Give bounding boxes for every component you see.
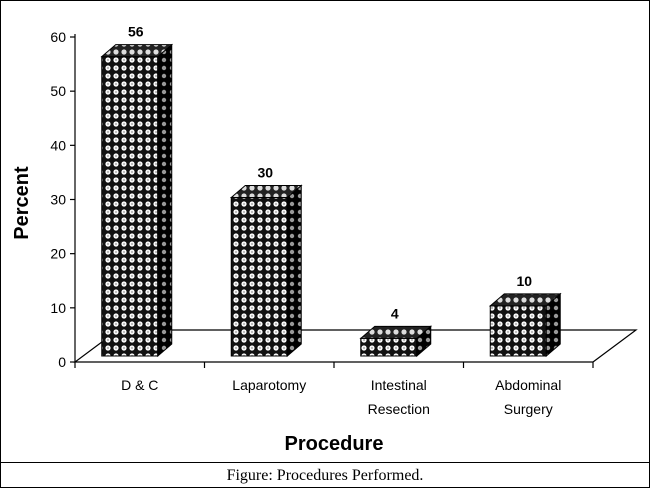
bar-value-label: 30 [257, 165, 273, 181]
y-tick-label: 30 [50, 192, 66, 208]
bar-front-face [489, 305, 547, 357]
x-category-label: Surgery [504, 401, 553, 417]
procedures-bar-chart: 0 10 20 30 40 50 60 56 30 4 10 D & C Laparotomy Int… [11, 24, 638, 455]
bar-front-face [101, 56, 159, 357]
bars: 56 30 4 10 [100, 24, 562, 358]
bar-side-face [157, 43, 173, 358]
x-category-label: Resection [368, 401, 430, 417]
bar-value-label: 10 [516, 273, 532, 289]
x-category-label: D & C [121, 377, 158, 393]
bar-side-face [286, 184, 302, 358]
bar [488, 292, 562, 358]
y-tick-label: 50 [50, 83, 66, 99]
bar-front-face [360, 337, 418, 357]
caption-divider [0, 462, 650, 463]
bar-top-face [229, 185, 303, 198]
figure-caption: Figure: Procedures Performed. [226, 467, 424, 484]
bar-value-label: 4 [391, 305, 399, 321]
y-axis-ticks: 0 10 20 30 40 50 60 [50, 29, 75, 370]
bar [100, 43, 174, 358]
bar-front-face [230, 197, 288, 357]
bar-top-face [359, 325, 433, 339]
bar-top-face [100, 44, 174, 58]
x-axis-title: Procedure [285, 433, 384, 455]
x-category-label: Abdominal [495, 377, 561, 393]
y-tick-label: 0 [58, 354, 66, 370]
x-category-label: Laparotomy [232, 377, 306, 393]
y-tick-label: 40 [50, 137, 66, 153]
bar-value-label: 56 [128, 24, 144, 40]
y-axis-title: Percent [11, 166, 33, 240]
bar-top-face [488, 293, 562, 307]
bar [359, 325, 433, 358]
bar [229, 184, 303, 358]
y-tick-label: 60 [50, 29, 66, 45]
x-category-label: Intestinal [371, 377, 427, 393]
y-tick-label: 10 [50, 300, 66, 316]
y-tick-label: 20 [50, 246, 66, 262]
x-axis-category-ticks [74, 362, 594, 368]
